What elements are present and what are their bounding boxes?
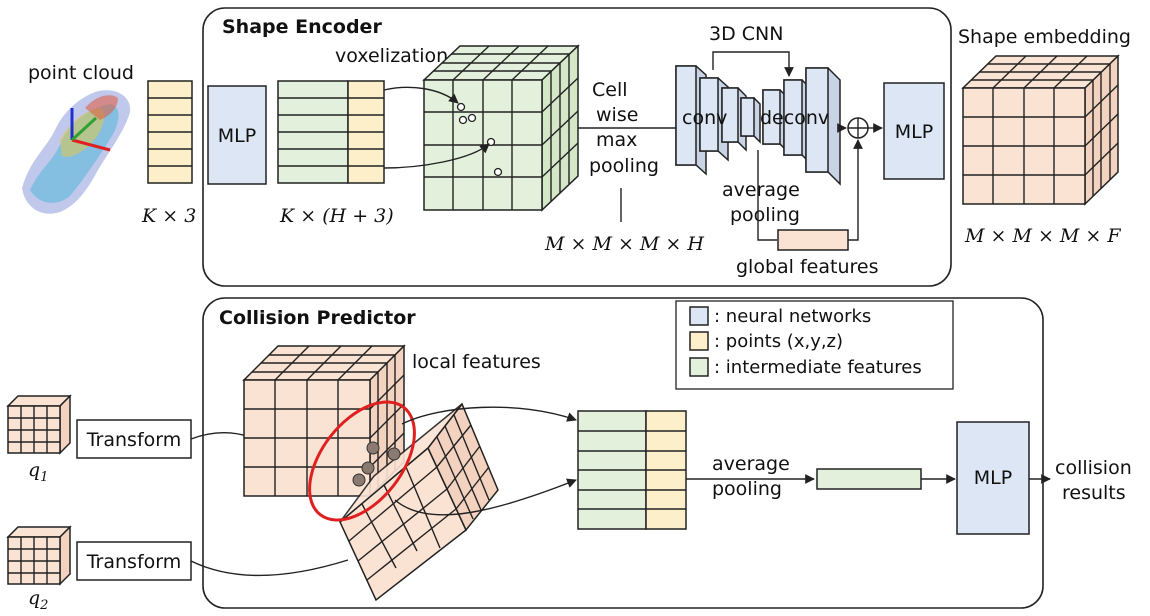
legend-swatch-points — [689, 331, 709, 351]
cellwise-pooling-label-4: pooling — [589, 155, 659, 177]
embedding-dim-label: M × M × M × F — [964, 225, 1121, 247]
cnn-deconv-label: deconv — [760, 107, 829, 129]
predictor-avg-pool-label-1: average — [712, 453, 790, 475]
legend: : neural networks : points (x,y,z) : int… — [675, 300, 954, 390]
predictor-mlp-block — [956, 421, 1030, 535]
point-features-table — [277, 80, 385, 184]
cube1-to-features-arrow — [401, 406, 577, 425]
point-cloud-label: point cloud — [28, 62, 134, 84]
cellwise-pooling-label-2: wise — [596, 104, 638, 126]
sum-node — [847, 117, 869, 139]
transform1-box — [76, 419, 192, 459]
q1-cube — [6, 394, 72, 455]
cube2-to-features-arrow — [394, 478, 577, 516]
transform1-to-cube-line — [190, 432, 251, 440]
global-to-sum-line — [848, 139, 863, 241]
cnn-avg-pool-label-1: average — [722, 179, 800, 201]
transform2-to-cube-line — [190, 559, 349, 577]
voxelization-label: voxelization — [335, 45, 448, 67]
collision-predictor-title: Collision Predictor — [219, 307, 416, 329]
points-dim-label: K × 3 — [141, 205, 196, 227]
legend-label-nn: : neural networks — [714, 306, 871, 327]
sampled-points — [352, 441, 401, 487]
predictor-mlp-label: MLP — [974, 467, 1012, 489]
avg-pool-to-global-line — [757, 150, 777, 241]
encoder-mlp2-block — [883, 82, 945, 180]
transform1-label: Transform — [86, 429, 182, 451]
collision-result-label-1: collision — [1055, 457, 1132, 479]
cnn-skip-connection — [712, 51, 794, 77]
voxelization-arrow-1 — [383, 86, 459, 104]
input-points-column — [147, 80, 193, 184]
voxel-grid-cube — [422, 44, 580, 212]
collision-predictor-panel — [202, 297, 1044, 609]
legend-swatch-nn — [689, 306, 709, 326]
shape-embedding-title: Shape embedding — [958, 26, 1131, 48]
cnn-title: 3D CNN — [709, 23, 783, 45]
legend-label-points: : points (x,y,z) — [714, 331, 843, 352]
cnn-conv-label: conv — [682, 107, 727, 129]
voxel-dim-label: M × M × M × H — [544, 233, 704, 255]
collision-result-label-2: results — [1062, 482, 1126, 504]
legend-swatch-intermediate — [689, 357, 709, 377]
encoder-mlp2-label: MLP — [895, 121, 933, 143]
legend-label-intermediate: : intermediate features — [714, 357, 922, 378]
encoder-mlp-label: MLP — [218, 125, 256, 147]
pooled-feature-block — [816, 468, 922, 490]
predictor-avg-pool-label-2: pooling — [712, 478, 782, 500]
cellwise-pooling-label-3: max — [596, 129, 637, 151]
global-features-block — [777, 229, 849, 251]
q1-label: q1 — [28, 459, 48, 485]
q2-label: q2 — [28, 587, 48, 613]
transform2-label: Transform — [86, 551, 182, 573]
shape-encoder-title: Shape Encoder — [222, 16, 382, 38]
shape-embedding-cube — [961, 54, 1120, 206]
local-features-label: local features — [412, 351, 541, 373]
cnn-layers — [675, 65, 841, 186]
voxelization-arrow-2 — [383, 143, 490, 169]
shape-encoder-panel — [202, 7, 952, 287]
intersection-highlight — [308, 400, 416, 522]
cnn-avg-pool-label-2: pooling — [730, 204, 800, 226]
global-features-label: global features — [736, 256, 878, 278]
cellwise-pooling-label-1: Cell — [592, 79, 628, 101]
predictor-features-table — [577, 410, 687, 530]
query-cube-2 — [339, 402, 499, 602]
encoder-mlp-block — [207, 85, 267, 185]
features-dim-label: K × (H + 3) — [279, 205, 394, 227]
point-cloud-image — [22, 90, 131, 214]
q2-cube — [6, 525, 72, 586]
